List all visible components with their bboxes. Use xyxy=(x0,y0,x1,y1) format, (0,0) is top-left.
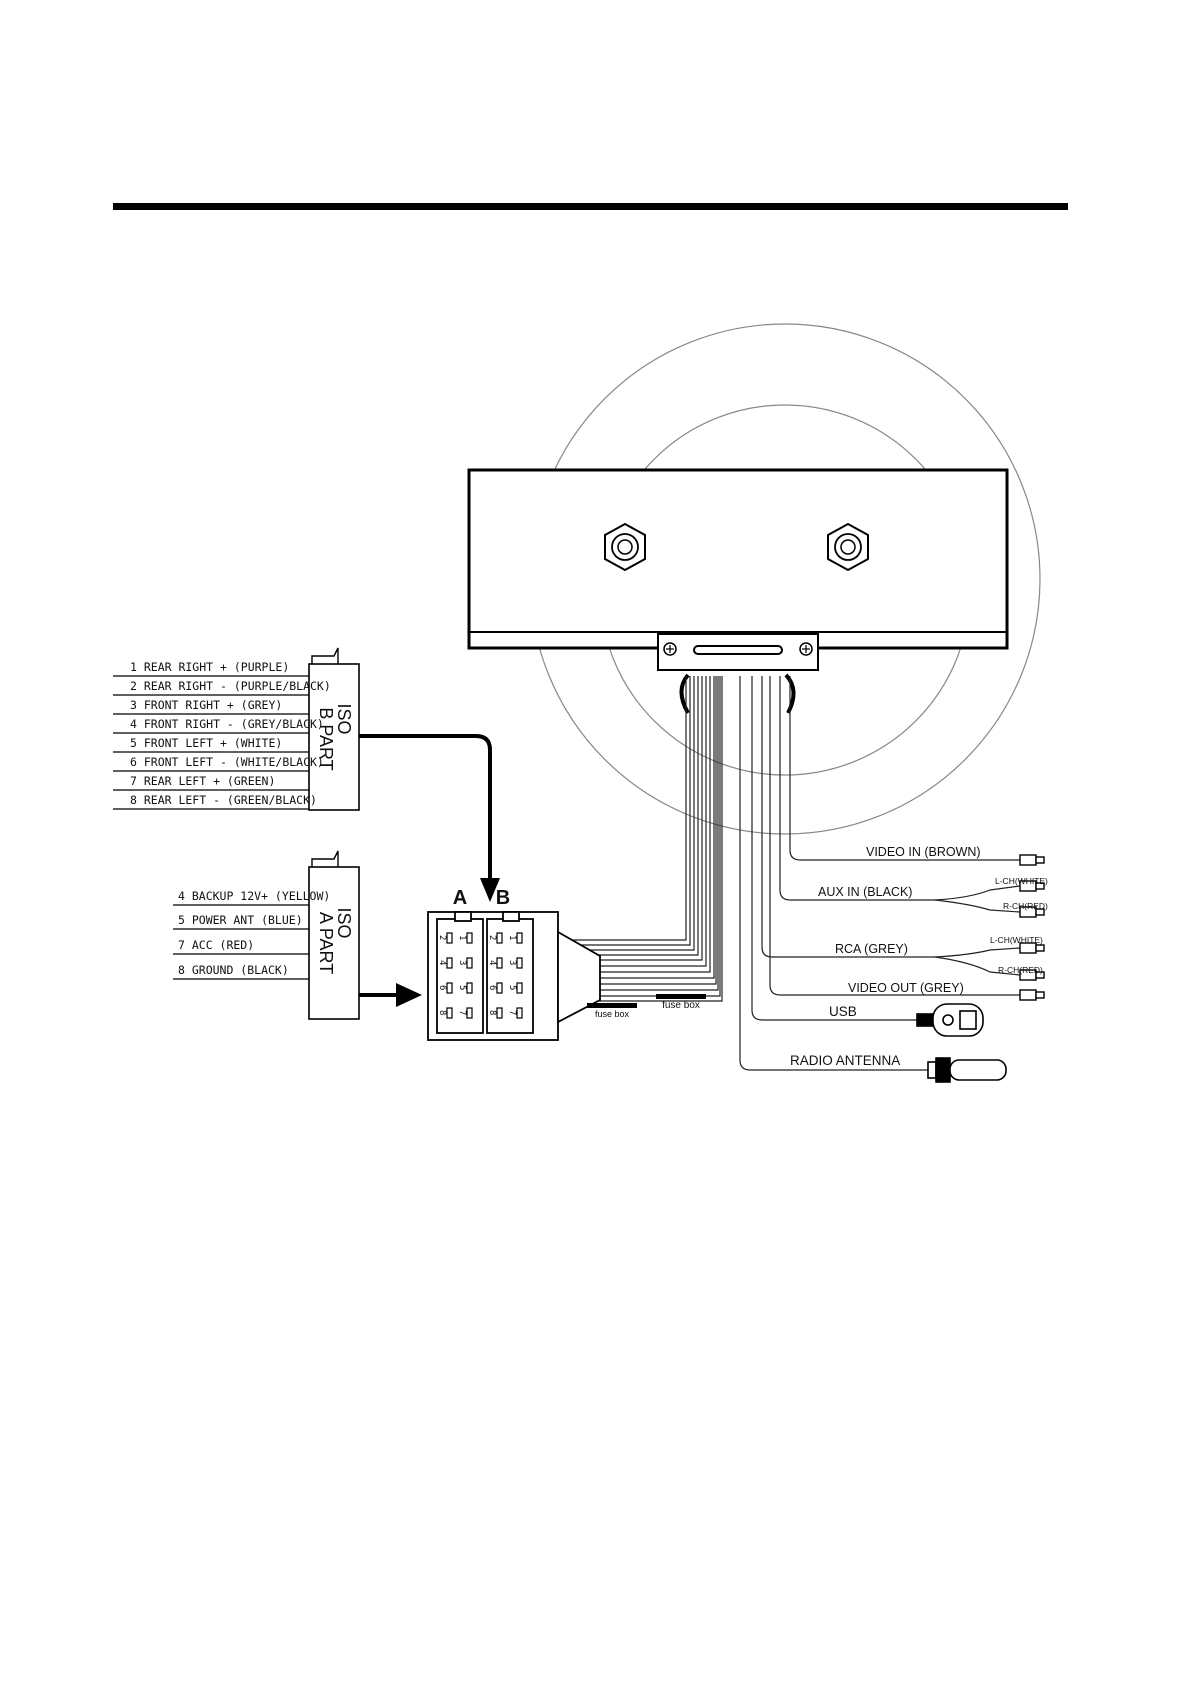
iso-b-wire-5: 5 FRONT LEFT + (WHITE) xyxy=(130,736,282,750)
mounting-nut-right xyxy=(827,522,869,572)
aux-r-label: R-CH(RED) xyxy=(1003,901,1048,911)
connector-housing xyxy=(427,911,601,1041)
iso-a-block xyxy=(308,850,360,1020)
usb-plug xyxy=(916,1003,984,1037)
fuse-box-1-label: fuse box xyxy=(595,1009,630,1019)
iso-a-wires xyxy=(173,904,309,980)
iso-b-label-bottom: B PART xyxy=(316,707,336,770)
pin-a-4: 4 xyxy=(437,960,447,965)
iso-b-wire-2: 2 REAR RIGHT - (PURPLE/BLACK) xyxy=(130,679,331,693)
connector-pin-numbers: 2 1 4 3 6 5 8 7 2 1 4 3 6 5 8 7 xyxy=(437,935,517,1015)
usb-label: USB xyxy=(829,1004,857,1019)
rca-plug-video-in xyxy=(1019,854,1045,866)
arrow-iso-a-to-connector xyxy=(359,983,422,1007)
connector-label-a: A xyxy=(453,887,467,909)
rca-r-label: R-CH(RED) xyxy=(998,965,1043,975)
iso-b-wire-6: 6 FRONT LEFT - (WHITE/BLACK) xyxy=(130,755,324,769)
iso-b-wire-3: 3 FRONT RIGHT + (GREY) xyxy=(130,698,282,712)
iso-b-wires xyxy=(113,675,309,810)
rca-plug-rca-l xyxy=(1019,942,1045,954)
pin-b-5: 5 xyxy=(507,985,517,990)
iso-b-wire-7: 7 REAR LEFT + (GREEN) xyxy=(130,774,275,788)
pin-a-7: 7 xyxy=(457,1010,467,1015)
pin-b-1: 1 xyxy=(507,935,517,940)
rca-plug-video-out xyxy=(1019,989,1045,1001)
mounting-nut-left xyxy=(604,522,646,572)
iso-b-wire-labels: 1 REAR RIGHT + (PURPLE) 2 REAR RIGHT - (… xyxy=(130,660,331,807)
pin-a-2: 2 xyxy=(437,935,447,940)
iso-a-wire-labels: 4 BACKUP 12V+ (YELLOW) 5 POWER ANT (BLUE… xyxy=(178,889,330,977)
iso-b-wire-4: 4 FRONT RIGHT - (GREY/BLACK) xyxy=(130,717,324,731)
pin-b-2: 2 xyxy=(487,935,497,940)
iso-b-block xyxy=(308,647,360,811)
head-unit-chassis xyxy=(467,468,1009,650)
antenna-plug xyxy=(927,1057,1007,1083)
pin-b-3: 3 xyxy=(507,960,517,965)
iso-b-wire-8: 8 REAR LEFT - (GREEN/BLACK) xyxy=(130,793,317,807)
iso-b-wire-1: 1 REAR RIGHT + (PURPLE) xyxy=(130,660,289,674)
radio-antenna-label: RADIO ANTENNA xyxy=(790,1053,900,1068)
iso-a-wire-8: 8 GROUND (BLACK) xyxy=(178,963,289,977)
iso-a-wire-5: 5 POWER ANT (BLUE) xyxy=(178,913,303,927)
fuse-box-2-label: fuse box xyxy=(662,1000,700,1011)
pin-b-6: 6 xyxy=(487,985,497,990)
fuse-boxes xyxy=(587,994,706,1008)
pin-a-6: 6 xyxy=(437,985,447,990)
rear-bracket xyxy=(657,633,819,714)
iso-a-label-top: ISO xyxy=(334,907,354,938)
output-wires xyxy=(934,885,1021,996)
fuse-box-2 xyxy=(656,994,706,999)
pin-a-5: 5 xyxy=(457,985,467,990)
rca-plug-rca-r xyxy=(1019,969,1045,981)
iso-a-label-bottom: A PART xyxy=(316,912,336,974)
pin-b-8: 8 xyxy=(487,1010,497,1015)
rca-plug-aux-l xyxy=(1019,880,1045,892)
pin-a-8: 8 xyxy=(437,1010,447,1015)
rca-plug-aux-r xyxy=(1019,906,1045,918)
video-in-label: VIDEO IN (BROWN) xyxy=(866,845,981,859)
pin-a-1: 1 xyxy=(457,935,467,940)
connector-label-b: B xyxy=(496,887,510,909)
arrow-iso-b-to-connector xyxy=(359,734,500,902)
wire-harness xyxy=(565,676,1020,1071)
rca-l-label: L-CH(WHITE) xyxy=(990,935,1043,945)
pin-b-4: 4 xyxy=(487,960,497,965)
video-out-label: VIDEO OUT (GREY) xyxy=(848,981,964,995)
header-rule xyxy=(113,203,1068,210)
aux-in-label: AUX IN (BLACK) xyxy=(818,885,912,899)
connector-pins xyxy=(446,932,523,1019)
output-labels: VIDEO IN (BROWN) AUX IN (BLACK) L-CH(WHI… xyxy=(790,845,1048,1068)
aux-l-label: L-CH(WHITE) xyxy=(995,876,1048,886)
iso-a-wire-4: 4 BACKUP 12V+ (YELLOW) xyxy=(178,889,330,903)
iso-b-label-top: ISO xyxy=(334,703,354,734)
rca-label: RCA (GREY) xyxy=(835,942,908,956)
pin-b-7: 7 xyxy=(507,1010,517,1015)
pin-a-3: 3 xyxy=(457,960,467,965)
fuse-box-1 xyxy=(587,1003,637,1008)
iso-a-wire-7: 7 ACC (RED) xyxy=(178,938,254,952)
